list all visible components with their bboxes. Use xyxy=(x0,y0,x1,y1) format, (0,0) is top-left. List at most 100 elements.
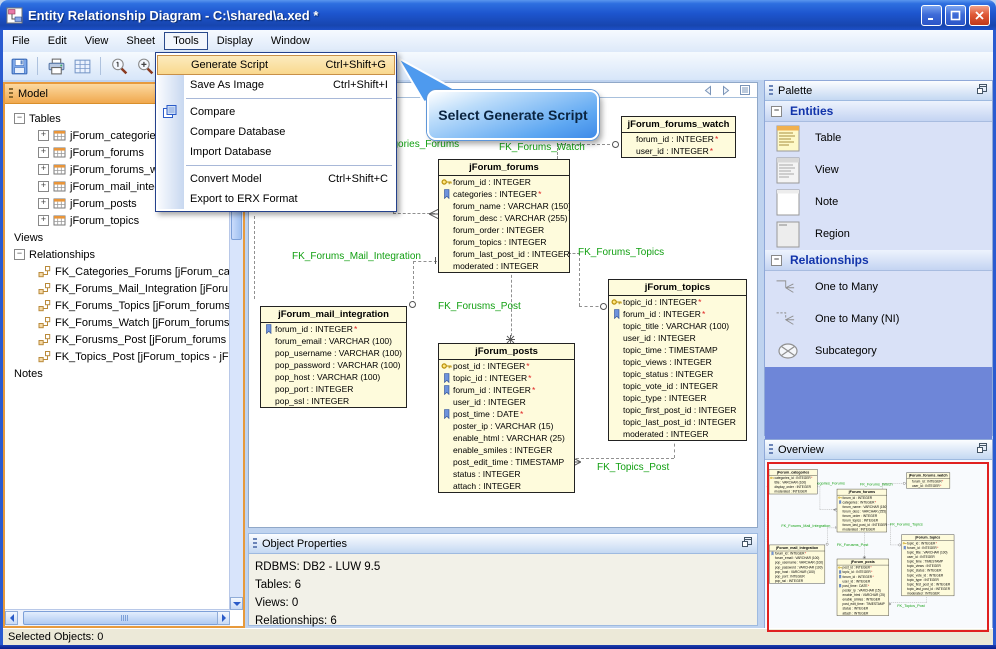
print-button[interactable] xyxy=(45,55,67,77)
relationship-line[interactable] xyxy=(557,144,559,159)
palette-item-table[interactable]: Table xyxy=(765,122,992,154)
tree-item-fk-topics-post[interactable]: FK_Topics_Post [jForum_topics - jF xyxy=(6,348,229,365)
save-button[interactable] xyxy=(8,55,30,77)
palette-section-entities[interactable]: −Entities xyxy=(765,101,992,122)
viewport-rect[interactable] xyxy=(767,462,989,632)
palette-item-note[interactable]: Note xyxy=(765,186,992,218)
menu-display[interactable]: Display xyxy=(216,35,253,47)
scroll-thumb[interactable] xyxy=(23,611,225,625)
collapse-icon[interactable]: − xyxy=(14,249,25,260)
relationship-line[interactable] xyxy=(413,261,437,263)
column-text: topic_id : INTEGER xyxy=(623,297,698,307)
overview-header[interactable]: Overview xyxy=(765,440,992,460)
expand-icon[interactable]: + xyxy=(38,215,49,226)
tree-item-notes[interactable]: Notes xyxy=(6,365,229,382)
expand-icon[interactable]: + xyxy=(38,181,49,192)
float-panel-icon[interactable] xyxy=(976,83,988,98)
palette-item-view[interactable]: View xyxy=(765,154,992,186)
relationship-line[interactable] xyxy=(393,213,435,215)
palette-item-region[interactable]: Region xyxy=(765,218,992,250)
relationship-line[interactable] xyxy=(568,253,580,255)
menu-item-export-to-erx-format[interactable]: Export to ERX Format xyxy=(156,189,396,209)
palette-item-one-to-many-ni[interactable]: One to Many (NI) xyxy=(765,303,992,335)
fk-label-fk-forums-watch[interactable]: FK_Forums_Watch xyxy=(499,142,585,153)
menu-window[interactable]: Window xyxy=(270,35,310,47)
relationship-line[interactable] xyxy=(413,261,415,304)
palette-header[interactable]: Palette xyxy=(765,81,992,101)
object-properties-header[interactable]: Object Properties xyxy=(249,534,757,554)
menu-view[interactable]: View xyxy=(84,35,109,47)
tree-item-fk-forusms-post[interactable]: FK_Forusms_Post [jForum_forums xyxy=(6,331,229,348)
close-button[interactable] xyxy=(969,4,990,26)
scroll-right-arrow[interactable] xyxy=(217,611,230,625)
expand-icon[interactable]: + xyxy=(38,130,49,141)
page-list-icon[interactable] xyxy=(739,84,751,96)
collapse-icon[interactable]: − xyxy=(771,254,782,266)
tree-item-jforum-forums[interactable]: + jForum_forums xyxy=(6,144,229,161)
float-panel-icon[interactable] xyxy=(976,442,988,457)
tree-item-fk-forums-topics[interactable]: FK_Forums_Topics [jForum_forums xyxy=(6,297,229,314)
tree-item-fk-forums-mail-integration[interactable]: FK_Forums_Mail_Integration [jForu xyxy=(6,280,229,297)
fk-label-fk-forums-mail-integration[interactable]: FK_Forums_Mail_Integration xyxy=(292,251,421,262)
tree-item-jforum-categories[interactable]: +jForum_categories xyxy=(6,127,229,144)
menu-sheet[interactable]: Sheet xyxy=(126,35,156,47)
maximize-button[interactable] xyxy=(945,4,966,26)
fk-label-fk-forusms-post[interactable]: FK_Forusms_Post xyxy=(438,301,521,312)
expand-icon[interactable]: + xyxy=(38,198,49,209)
tree-item-label: jForum_forums xyxy=(70,146,144,159)
expand-icon[interactable]: + xyxy=(38,164,49,175)
prev-page-icon[interactable] xyxy=(703,84,713,96)
tree-item-views[interactable]: Views xyxy=(6,229,229,246)
collapse-icon[interactable]: − xyxy=(771,105,782,117)
next-page-icon[interactable] xyxy=(721,84,731,96)
menu-edit[interactable]: Edit xyxy=(47,35,67,47)
float-panel-icon[interactable] xyxy=(741,536,753,551)
palette-section-relationships[interactable]: −Relationships xyxy=(765,250,992,271)
relationship-line[interactable] xyxy=(511,270,513,341)
menu-item-compare-database[interactable]: Compare Database xyxy=(156,122,396,142)
palette-item-subcategory[interactable]: Subcategory xyxy=(765,335,992,367)
fk-label-fk-topics-post[interactable]: FK_Topics_Post xyxy=(597,462,670,473)
menu-file[interactable]: File xyxy=(12,35,30,47)
menu-item-import-database[interactable]: Import Database xyxy=(156,142,396,162)
tree-item-jforum-posts[interactable]: +jForum_posts xyxy=(6,195,229,212)
expand-icon[interactable]: + xyxy=(38,147,49,158)
fk-label-fk-forums-topics[interactable]: FK_Forums_Topics xyxy=(578,247,665,258)
tree-item-jforum-forums-watch[interactable]: +jForum_forums_watch xyxy=(6,161,229,178)
menu-tools[interactable]: Tools xyxy=(164,32,208,50)
column-text: topic_time : TIMESTAMP xyxy=(623,345,718,355)
palette-item-one-to-many[interactable]: One to Many xyxy=(765,271,992,303)
tree-item-fk-forums-watch[interactable]: FK_Forums_Watch [jForum_forums xyxy=(6,314,229,331)
scroll-left-arrow[interactable] xyxy=(5,611,18,625)
relationship-line[interactable] xyxy=(579,253,581,306)
tree-item-jforum-topics[interactable]: +jForum_topics xyxy=(6,212,229,229)
tree-item-tables[interactable]: −Tables xyxy=(6,110,229,127)
grid-button[interactable] xyxy=(71,55,93,77)
minimize-button[interactable] xyxy=(921,4,942,26)
collapse-icon[interactable]: − xyxy=(14,113,25,124)
relationship-line[interactable] xyxy=(571,458,674,460)
tree-item-fk-categories-forums[interactable]: FK_Categories_Forums [jForum_ca xyxy=(6,263,229,280)
relationship-line[interactable] xyxy=(579,306,604,308)
scroll-down-arrow[interactable] xyxy=(230,597,243,610)
tree-horizontal-scrollbar[interactable] xyxy=(5,609,230,626)
fk-label-fk-categories-forums[interactable]: FK_Categories_Forums xyxy=(353,139,460,150)
zoom-in-button[interactable] xyxy=(134,55,156,77)
zoom-actual-button[interactable] xyxy=(108,55,130,77)
relationship-line[interactable] xyxy=(674,438,676,458)
menu-item-compare[interactable]: Compare xyxy=(156,102,396,122)
relationship-line[interactable] xyxy=(254,216,256,299)
entity-column: user_id : INTEGER xyxy=(439,396,574,408)
tree-item-relationships[interactable]: −Relationships xyxy=(6,246,229,263)
relationship-line[interactable] xyxy=(557,144,615,146)
